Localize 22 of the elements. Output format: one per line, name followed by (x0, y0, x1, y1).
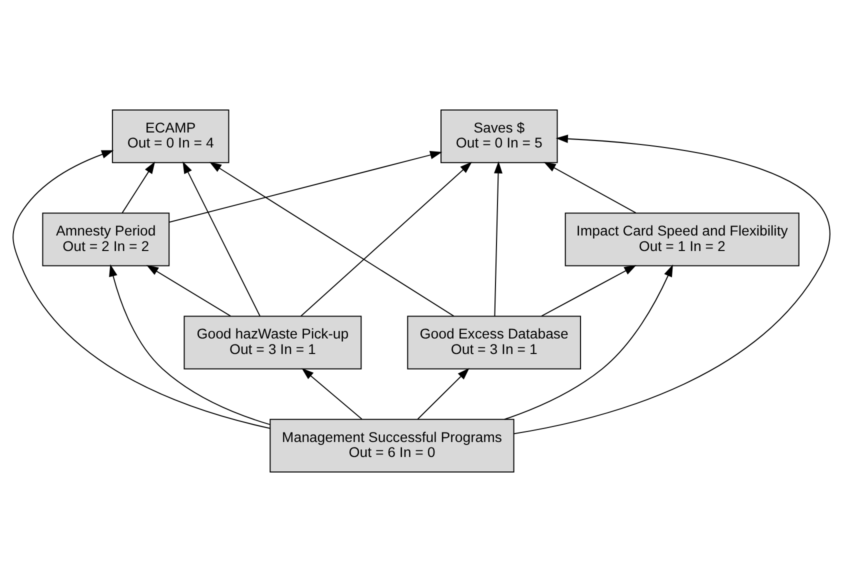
node-box: Saves $ Out = 0 In = 5 (440, 109, 558, 163)
arrow (169, 150, 442, 222)
arrow (504, 264, 673, 420)
node-box: ECAMP Out = 0 In = 4 (112, 109, 230, 163)
node-box: Good Excess Database Out = 3 In = 1 (407, 315, 582, 369)
arrow (302, 368, 362, 420)
arrow (122, 161, 156, 213)
arrow (417, 368, 470, 420)
arrow (12, 150, 270, 428)
node-box: Good hazWaste Pick-up Out = 3 In = 1 (184, 315, 362, 369)
node-box: Amnesty Period Out = 2 In = 2 (42, 212, 170, 266)
node-box: Impact Card Speed and Flexibility Out = 1 In = 2 (564, 212, 800, 266)
node-box: Management Successful Programs Out = 6 In = 0 (270, 418, 514, 472)
arrow (494, 160, 502, 316)
arrow (209, 161, 454, 316)
arrow (544, 161, 636, 213)
arrow (541, 264, 636, 316)
arrow (109, 264, 270, 425)
arrow (514, 134, 830, 434)
arrow (300, 161, 472, 316)
arrow (182, 160, 260, 316)
arrow (146, 264, 231, 316)
